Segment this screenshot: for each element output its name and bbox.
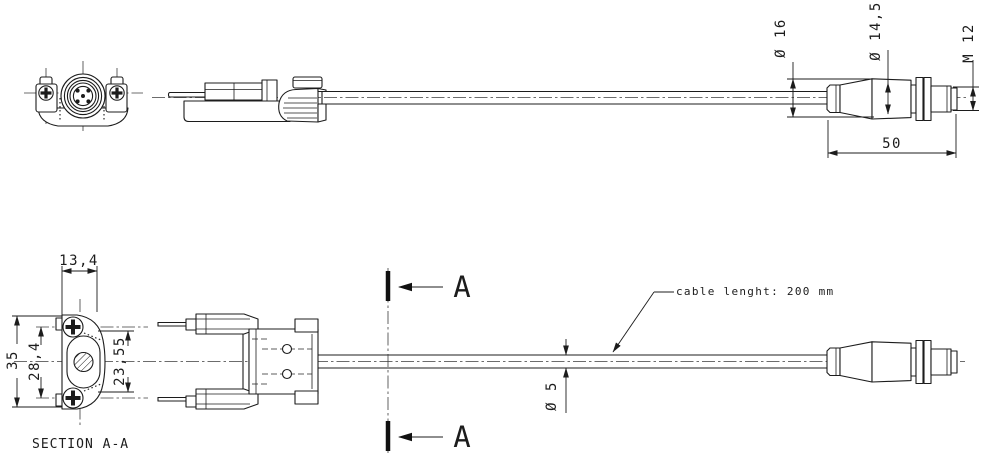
dim-length-50 xyxy=(827,114,957,158)
side-view-connector xyxy=(167,76,327,123)
dim-label-28-4: 28,4 xyxy=(27,341,43,381)
cable-run-bottom xyxy=(317,354,828,369)
dim-label-50: 50 xyxy=(882,136,902,152)
thread-m12 xyxy=(930,85,952,113)
dim-label-m12: M 12 xyxy=(961,23,977,63)
dim-dia-16 xyxy=(787,62,874,118)
screw-right xyxy=(109,85,125,101)
screw-left xyxy=(38,85,54,101)
grip-ribs xyxy=(278,87,319,123)
cut-label-a-bottom: A xyxy=(453,420,471,454)
connector-body xyxy=(248,328,319,395)
m12-connector-bottom xyxy=(826,339,958,385)
dim-label-dia14-5: Ø 14,5 xyxy=(868,1,884,61)
dim-label-dia5: Ø 5 xyxy=(544,381,560,411)
dim-label-35: 35 xyxy=(5,350,21,370)
front-view xyxy=(24,61,143,131)
cut-label-a-top: A xyxy=(453,270,471,304)
dim-m12 xyxy=(953,60,979,111)
dim-label-23-55: 23,55 xyxy=(112,336,128,386)
terminal-pin xyxy=(167,91,208,98)
cable-run-top xyxy=(325,90,828,105)
dim-13-4 xyxy=(61,266,98,316)
screw-section-top xyxy=(62,316,84,338)
m12-connector-top xyxy=(826,76,958,122)
dim-label-13-4: 13,4 xyxy=(59,253,99,269)
hatched-bore xyxy=(73,351,94,373)
dim-35 xyxy=(12,315,62,408)
dim-label-dia16: Ø 16 xyxy=(773,18,789,58)
section-title: SECTION A-A xyxy=(32,437,130,452)
screw-section-bottom xyxy=(62,387,84,409)
cable-length-note: cable lenght: 200 mm xyxy=(676,285,835,298)
section-cut-line xyxy=(385,268,443,456)
connector-top-view xyxy=(157,313,319,410)
cable-note-leader xyxy=(612,291,674,353)
section-view xyxy=(36,299,148,428)
connector-face xyxy=(60,73,106,119)
dim-23-55 xyxy=(98,330,134,393)
